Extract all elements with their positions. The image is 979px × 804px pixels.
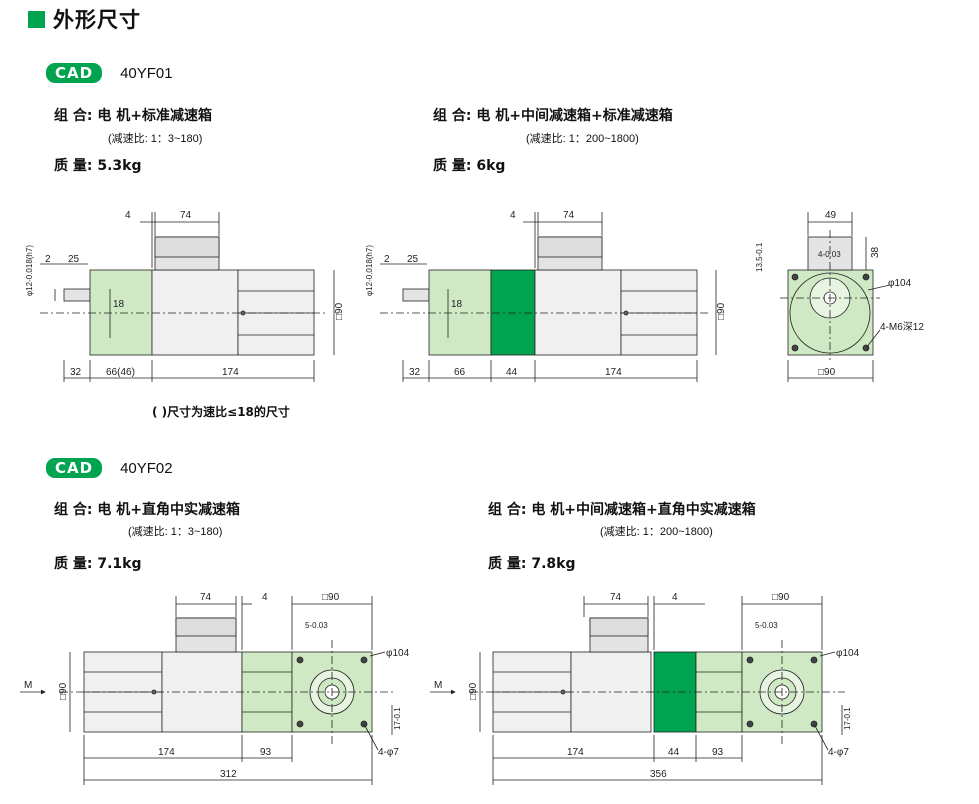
combo-1: 组 合: 电 机+标准减速箱 bbox=[54, 108, 212, 124]
drawing-40yf02-right-angle bbox=[20, 596, 395, 785]
dim-label: □90 bbox=[468, 682, 479, 700]
drawing-40yf02-intermediate bbox=[430, 596, 845, 785]
dim-label: □90 bbox=[818, 367, 836, 378]
dim-label: 4 bbox=[125, 210, 131, 221]
dim-label: 49 bbox=[825, 210, 837, 221]
dim-label: φ12-0.018(h7) bbox=[25, 245, 34, 296]
combo-3: 组 合: 电 机+直角中实减速箱 bbox=[54, 502, 240, 518]
dim-label: 4-M6深12 bbox=[880, 321, 924, 333]
mass-1: 质 量: 5.3kg bbox=[54, 158, 142, 174]
dim-label: 74 bbox=[180, 210, 192, 221]
dim-label: M bbox=[434, 680, 442, 691]
combo-4: 组 合: 电 机+中间减速箱+直角中实减速箱 bbox=[488, 502, 756, 518]
dim-label: φ104 bbox=[836, 648, 860, 659]
dim-label: 32 bbox=[409, 367, 421, 378]
page-title: 外形尺寸 bbox=[28, 4, 141, 34]
ratio-2: (减速比: 1：200~1800) bbox=[526, 133, 639, 145]
dim-label: 4 bbox=[262, 592, 268, 603]
dim-label: 93 bbox=[712, 747, 724, 758]
dim-label: 25 bbox=[407, 254, 419, 265]
dim-label: 44 bbox=[506, 367, 518, 378]
dim-label: 18 bbox=[113, 299, 125, 310]
dim-label: 74 bbox=[200, 592, 212, 603]
dim-label: □90 bbox=[772, 592, 790, 603]
dim-label: □90 bbox=[58, 682, 69, 700]
dim-label: 74 bbox=[563, 210, 575, 221]
ratio-4: (减速比: 1：200~1800) bbox=[600, 526, 713, 538]
section-40yf01-header: CAD 40YF01 bbox=[46, 63, 173, 83]
dim-label: 174 bbox=[158, 747, 175, 758]
cad-badge[interactable]: CAD bbox=[46, 63, 103, 83]
drawing-40yf01-intermediate bbox=[380, 212, 717, 382]
model-name: 40YF01 bbox=[120, 64, 173, 82]
ratio-note: ( )尺寸为速比≤18的尺寸 bbox=[152, 405, 290, 419]
dim-label: φ12-0.018(h7) bbox=[365, 245, 374, 296]
dim-label: 25 bbox=[68, 254, 80, 265]
dim-label: 66 bbox=[454, 367, 466, 378]
dim-label: 2 bbox=[45, 254, 51, 265]
dim-label: 4 bbox=[672, 592, 678, 603]
dim-label: 312 bbox=[220, 769, 237, 780]
dim-label: 17-0.1 bbox=[843, 707, 852, 730]
dim-label: 74 bbox=[610, 592, 622, 603]
model-name: 40YF02 bbox=[120, 459, 173, 477]
dim-label: 174 bbox=[605, 367, 622, 378]
dim-label: 5-0.03 bbox=[755, 621, 778, 630]
mass-2: 质 量: 6kg bbox=[433, 158, 506, 174]
cad-badge[interactable]: CAD bbox=[46, 458, 103, 478]
dim-label: 93 bbox=[260, 747, 272, 758]
dim-label: 5-0.03 bbox=[305, 621, 328, 630]
dim-label: 17-0.1 bbox=[393, 707, 402, 730]
dim-label: M bbox=[24, 680, 32, 691]
dim-label: 4-φ7 bbox=[378, 747, 399, 758]
dim-label: 4 bbox=[510, 210, 516, 221]
section-40yf02-header: CAD 40YF02 bbox=[46, 458, 173, 478]
dim-label: 32 bbox=[70, 367, 82, 378]
dim-label: 66(46) bbox=[106, 367, 135, 378]
drawing-40yf01-front-view bbox=[780, 212, 891, 382]
ratio-3: (减速比: 1：3~180) bbox=[128, 526, 223, 538]
mass-3: 质 量: 7.1kg bbox=[54, 556, 142, 572]
dim-label: 38 bbox=[870, 246, 881, 258]
drawing-40yf01-standard bbox=[40, 212, 335, 382]
title-square-icon bbox=[28, 10, 45, 28]
dim-label: φ104 bbox=[386, 648, 410, 659]
dim-label: 44 bbox=[668, 747, 680, 758]
dim-label: φ104 bbox=[888, 278, 912, 289]
dim-label: 18 bbox=[451, 299, 463, 310]
ratio-1: (减速比: 1：3~180) bbox=[108, 133, 203, 145]
dim-label: □90 bbox=[334, 302, 345, 320]
dim-label: 4-φ7 bbox=[828, 747, 849, 758]
dim-label: 2 bbox=[384, 254, 390, 265]
dim-label: 174 bbox=[222, 367, 239, 378]
dim-label: 13.5-0.1 bbox=[755, 242, 764, 272]
dim-label: □90 bbox=[716, 302, 727, 320]
combo-2: 组 合: 电 机+中间减速箱+标准减速箱 bbox=[433, 108, 673, 124]
dim-label: 4-0.03 bbox=[818, 250, 841, 259]
dim-label: 174 bbox=[567, 747, 584, 758]
dim-label: 356 bbox=[650, 769, 667, 780]
mass-4: 质 量: 7.8kg bbox=[488, 556, 576, 572]
dim-label: □90 bbox=[322, 592, 340, 603]
